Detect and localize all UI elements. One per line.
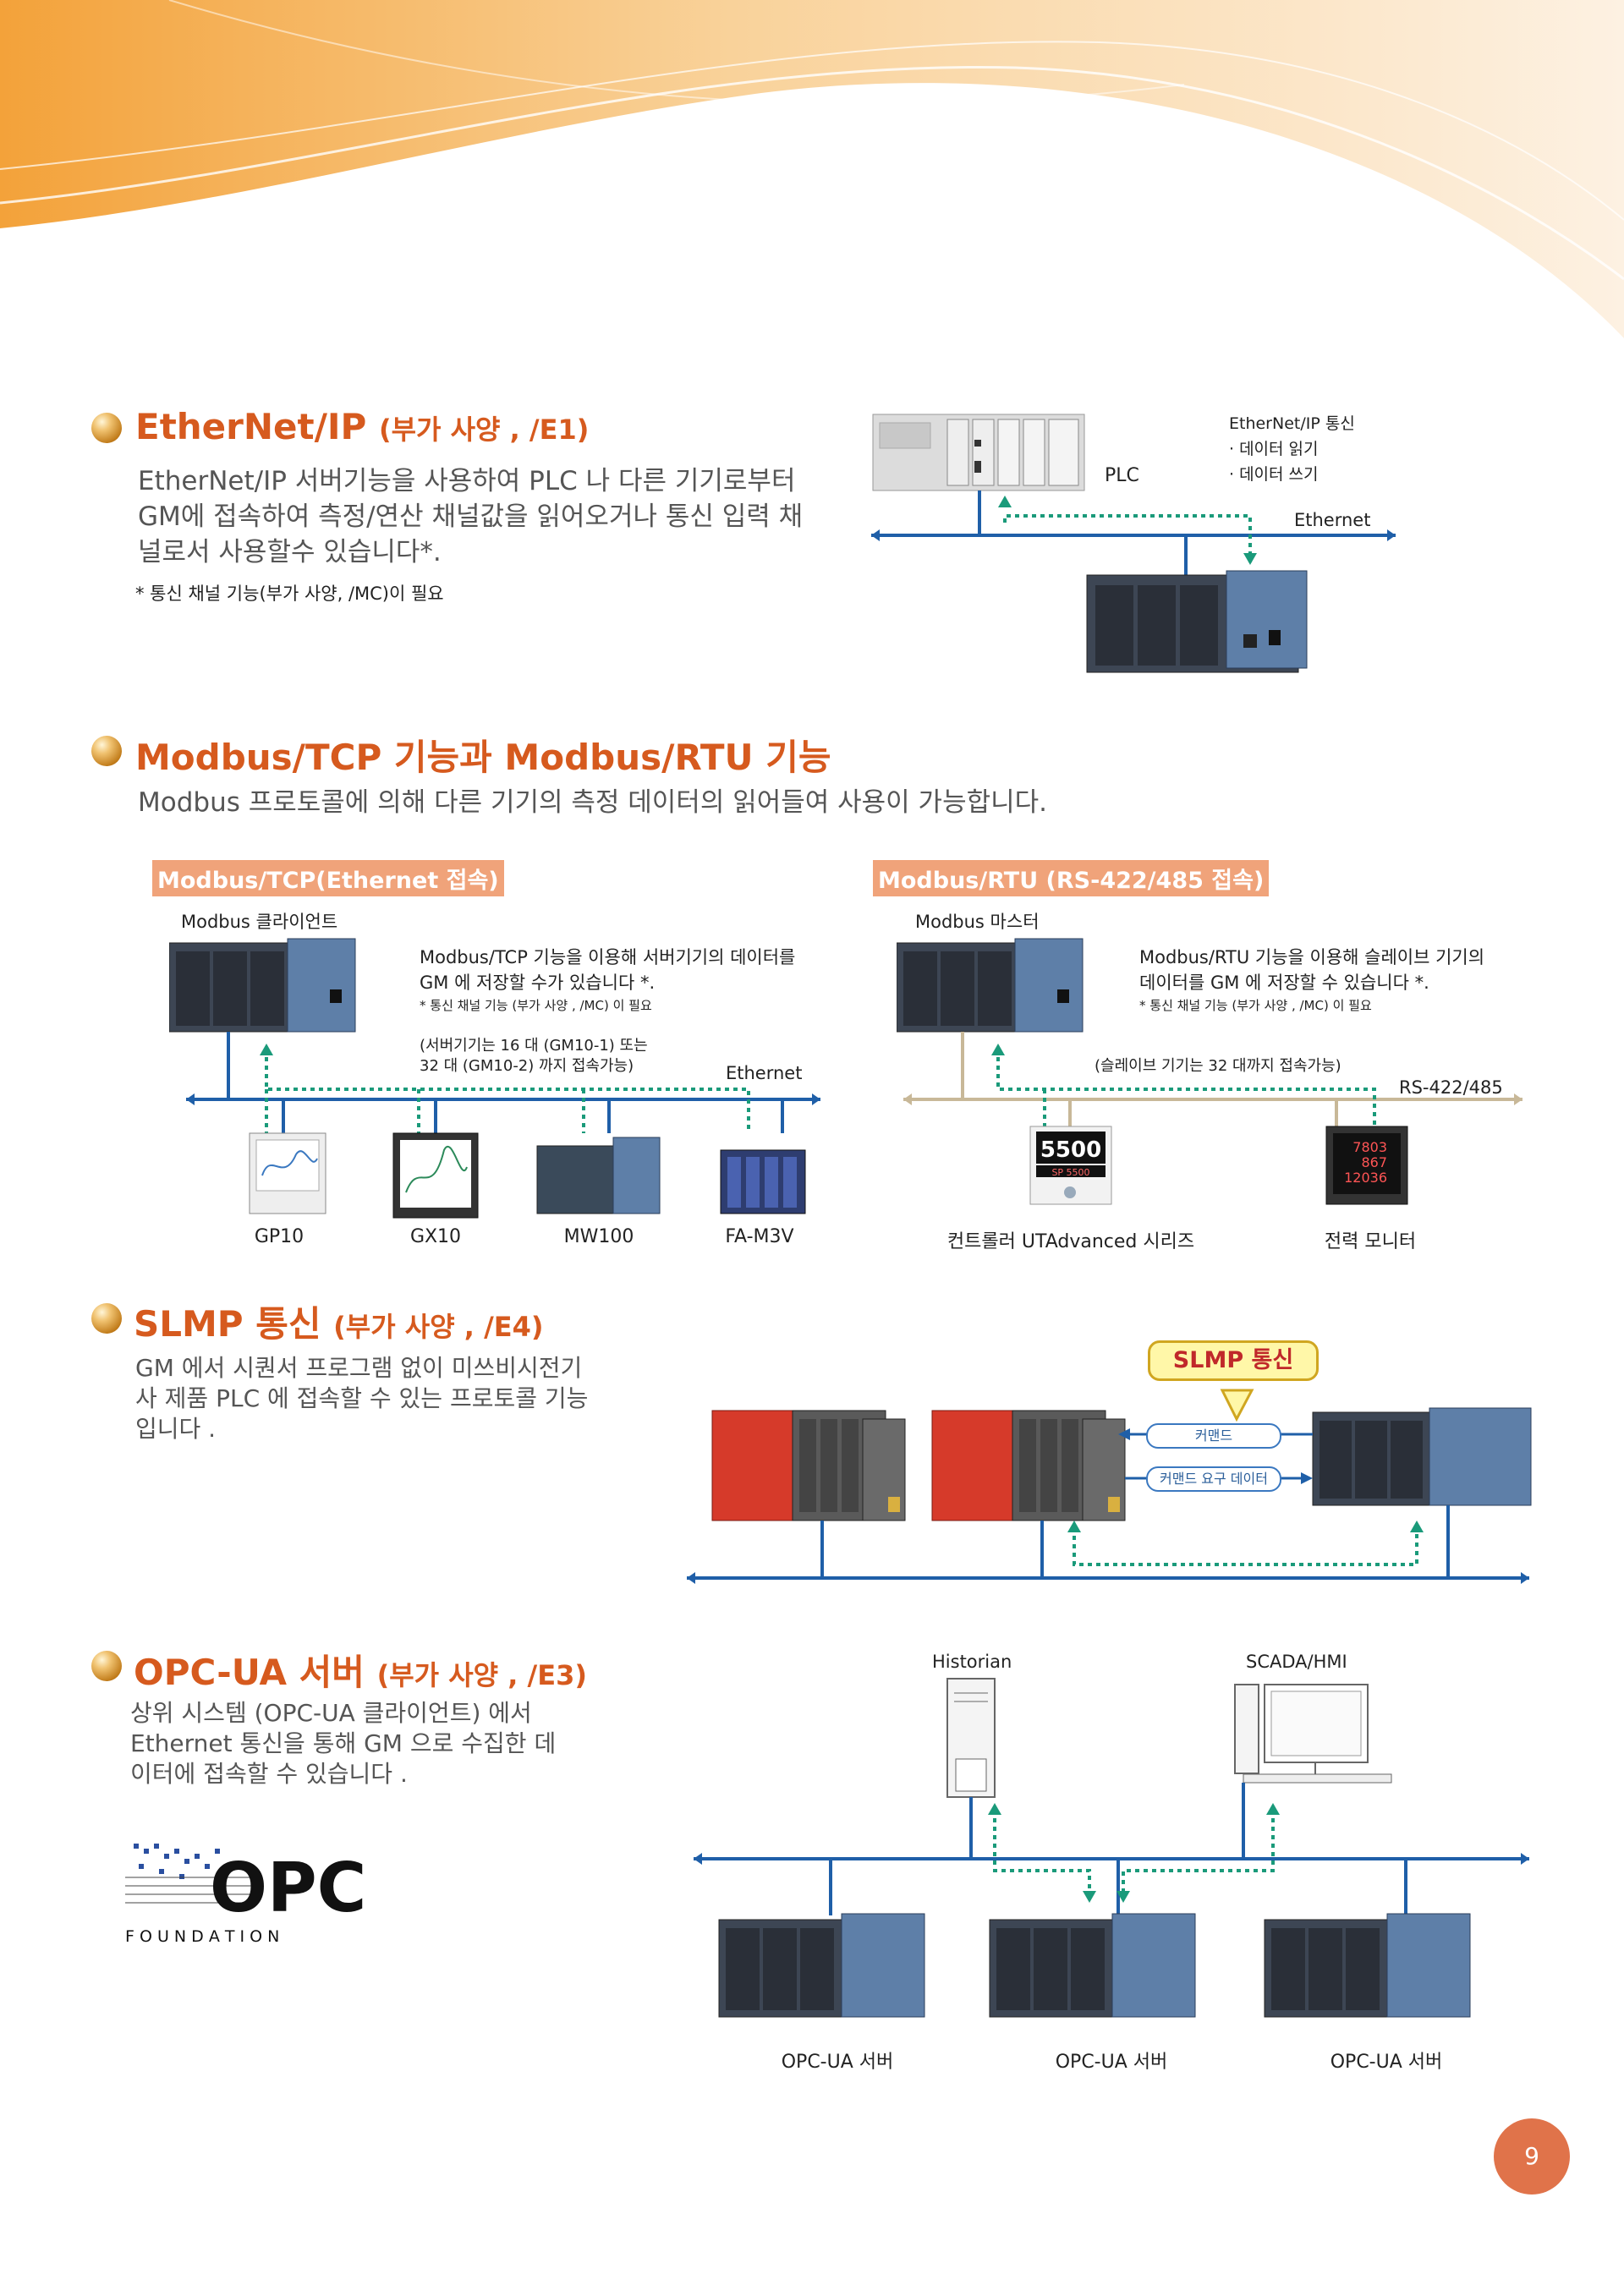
slmp-command-request-pill: 커맨드 요구 데이터 (1146, 1466, 1281, 1492)
gx10-device-icon (392, 1132, 479, 1219)
plc-device-icon (872, 414, 1085, 491)
modbus-tcp-network-label: Ethernet (726, 1063, 803, 1083)
controller-display: 5500 (1040, 1137, 1101, 1163)
slmp-callout: SLMP 통신 (1148, 1340, 1319, 1381)
modbus-body: Modbus 프로토콜에 의해 다른 기기의 측정 데이터의 읽어들여 사용이 … (138, 787, 1048, 818)
ethernet-ip-note: * 통신 채널 기능(부가 사양, /MC)이 필요 (135, 584, 444, 604)
modbus-client-label: Modbus 클라이언트 (181, 912, 338, 932)
ethernet-ip-subtitle: (부가 사양 , /E1) (378, 414, 590, 446)
ethernet-ip-comm-title: EtherNet/IP 통신 (1229, 414, 1355, 433)
slmp-title-text: SLMP 통신 (134, 1303, 321, 1345)
monitor-line-2: 867 (1361, 1154, 1387, 1170)
opc-ua-body: 상위 시스템 (OPC-UA 클라이언트) 에서 Ethernet 통신을 통해… (130, 1699, 557, 1788)
section-bullet-icon (91, 1303, 122, 1334)
section-bullet-icon (91, 413, 122, 443)
gm-server-icon (1264, 1913, 1471, 2018)
section-bullet-icon (91, 736, 122, 766)
monitor-line-3: 12036 (1344, 1170, 1387, 1186)
gp10-device-icon (249, 1132, 326, 1214)
modbus-tcp-capacity-line2: 32 대 (GM10-2) 까지 접속가능) (420, 1057, 634, 1075)
modbus-rtu-network-label: RS-422/485 (1399, 1077, 1503, 1098)
gm-server-icon (989, 1913, 1196, 2018)
device-label-power-monitor: 전력 모니터 (1324, 1231, 1417, 1252)
opc-logo-text: OPC (210, 1849, 366, 1927)
ethernet-ip-title-text: EtherNet/IP (135, 406, 367, 447)
modbus-tcp-desc-note: * 통신 채널 기능 (부가 사양 , /MC) 이 필요 (420, 998, 652, 1013)
slmp-diagram (687, 1389, 1532, 1584)
device-label-mw100: MW100 (563, 1226, 634, 1247)
client-label-historian: Historian (932, 1652, 1012, 1672)
ethernet-ip-title: EtherNet/IP (부가 사양 , /E1) (135, 406, 589, 447)
modbus-rtu-desc-line2: 데이터를 GM 에 저장할 수 있습니다 *. (1139, 973, 1429, 993)
server-label-3: OPC-UA 서버 (1330, 2052, 1443, 2073)
slmp-command-pill: 커맨드 (1146, 1423, 1281, 1449)
modbus-tcp-diagram (169, 938, 820, 1219)
slmp-body: GM 에서 시퀀서 프로그램 없이 미쓰비시전기사 제품 PLC 에 접속할 수… (135, 1354, 589, 1443)
server-label-2: OPC-UA 서버 (1055, 2052, 1168, 2073)
ethernet-ip-network-label: Ethernet (1294, 510, 1371, 530)
gm-server-icon (718, 1913, 925, 2018)
opc-ua-title-text: OPC-UA 서버 (134, 1652, 365, 1693)
modbus-master-label: Modbus 마스터 (915, 912, 1040, 932)
historian-server-icon (946, 1678, 996, 1798)
modbus-rtu-header: Modbus/RTU (RS-422/485 접속) (873, 860, 1270, 896)
opc-ua-title: OPC-UA 서버 (부가 사양 , /E3) (134, 1644, 587, 1696)
device-label-controller: 컨트롤러 UTAdvanced 시리즈 (946, 1231, 1195, 1252)
modbus-rtu-desc-note: * 통신 채널 기능 (부가 사양 , /MC) 이 필요 (1139, 998, 1372, 1013)
header-decoration (0, 0, 1624, 338)
server-label-1: OPC-UA 서버 (781, 2052, 894, 2073)
mitsubishi-plc-icon (711, 1410, 906, 1521)
device-label-fa-m3v: FA-M3V (725, 1226, 794, 1247)
mitsubishi-plc-icon (931, 1410, 1126, 1521)
mw100-device-icon (536, 1137, 661, 1214)
fa-m3v-device-icon (720, 1149, 806, 1214)
modbus-rtu-diagram: 5500 SP 5500 7803 867 12036 (897, 938, 1522, 1205)
client-label-scada: SCADA/HMI (1246, 1652, 1347, 1672)
modbus-rtu-desc-line1: Modbus/RTU 기능을 이용해 슬레이브 기기의 (1139, 947, 1485, 967)
ethernet-ip-comm-write: · 데이터 쓰기 (1229, 465, 1319, 484)
opc-foundation-logo: OPC F O U N D A T I O N (125, 1844, 366, 1946)
opc-ua-subtitle: (부가 사양 , /E3) (376, 1659, 587, 1691)
modbus-title: Modbus/TCP 기능과 Modbus/RTU 기능 (135, 737, 831, 778)
device-label-gx10: GX10 (409, 1226, 462, 1247)
device-label-gp10: GP10 (254, 1226, 304, 1247)
modbus-tcp-capacity-line1: (서버기기는 16 대 (GM10-1) 또는 (420, 1037, 648, 1055)
gm-device-icon (1312, 1407, 1532, 1506)
monitor-line-1: 7803 (1352, 1139, 1387, 1155)
controller-sp: SP 5500 (1051, 1167, 1089, 1178)
modbus-tcp-header: Modbus/TCP(Ethernet 접속) (152, 860, 504, 896)
ethernet-ip-diagram (871, 414, 1396, 673)
opc-ua-diagram (694, 1678, 1529, 2018)
gm-device-icon (169, 938, 356, 1033)
controller-device-icon (1029, 1126, 1112, 1205)
plc-label: PLC (1105, 465, 1139, 486)
modbus-rtu-capacity: (슬레이브 기기는 32 대까지 접속가능) (1095, 1057, 1341, 1075)
power-monitor-icon (1325, 1126, 1408, 1205)
slmp-title: SLMP 통신 (부가 사양 , /E4) (134, 1296, 544, 1347)
ethernet-ip-comm-read: · 데이터 읽기 (1229, 440, 1319, 458)
ethernet-ip-body: EtherNet/IP 서버기능을 사용하여 PLC 나 다른 기기로부터 GM… (138, 466, 804, 567)
gm-device-icon (1086, 570, 1308, 673)
opc-logo-sub: F O U N D A T I O N (125, 1927, 279, 1946)
scada-pc-icon (1234, 1684, 1392, 1784)
modbus-tcp-desc-line2: GM 에 저장할 수가 있습니다 *. (420, 973, 656, 993)
section-bullet-icon (91, 1651, 122, 1681)
page-number-badge: 9 (1494, 2118, 1570, 2195)
gm-device-icon (897, 938, 1084, 1033)
slmp-subtitle: (부가 사양 , /E4) (333, 1311, 544, 1343)
modbus-tcp-desc-line1: Modbus/TCP 기능을 이용해 서버기기의 데이터를 (420, 947, 796, 967)
